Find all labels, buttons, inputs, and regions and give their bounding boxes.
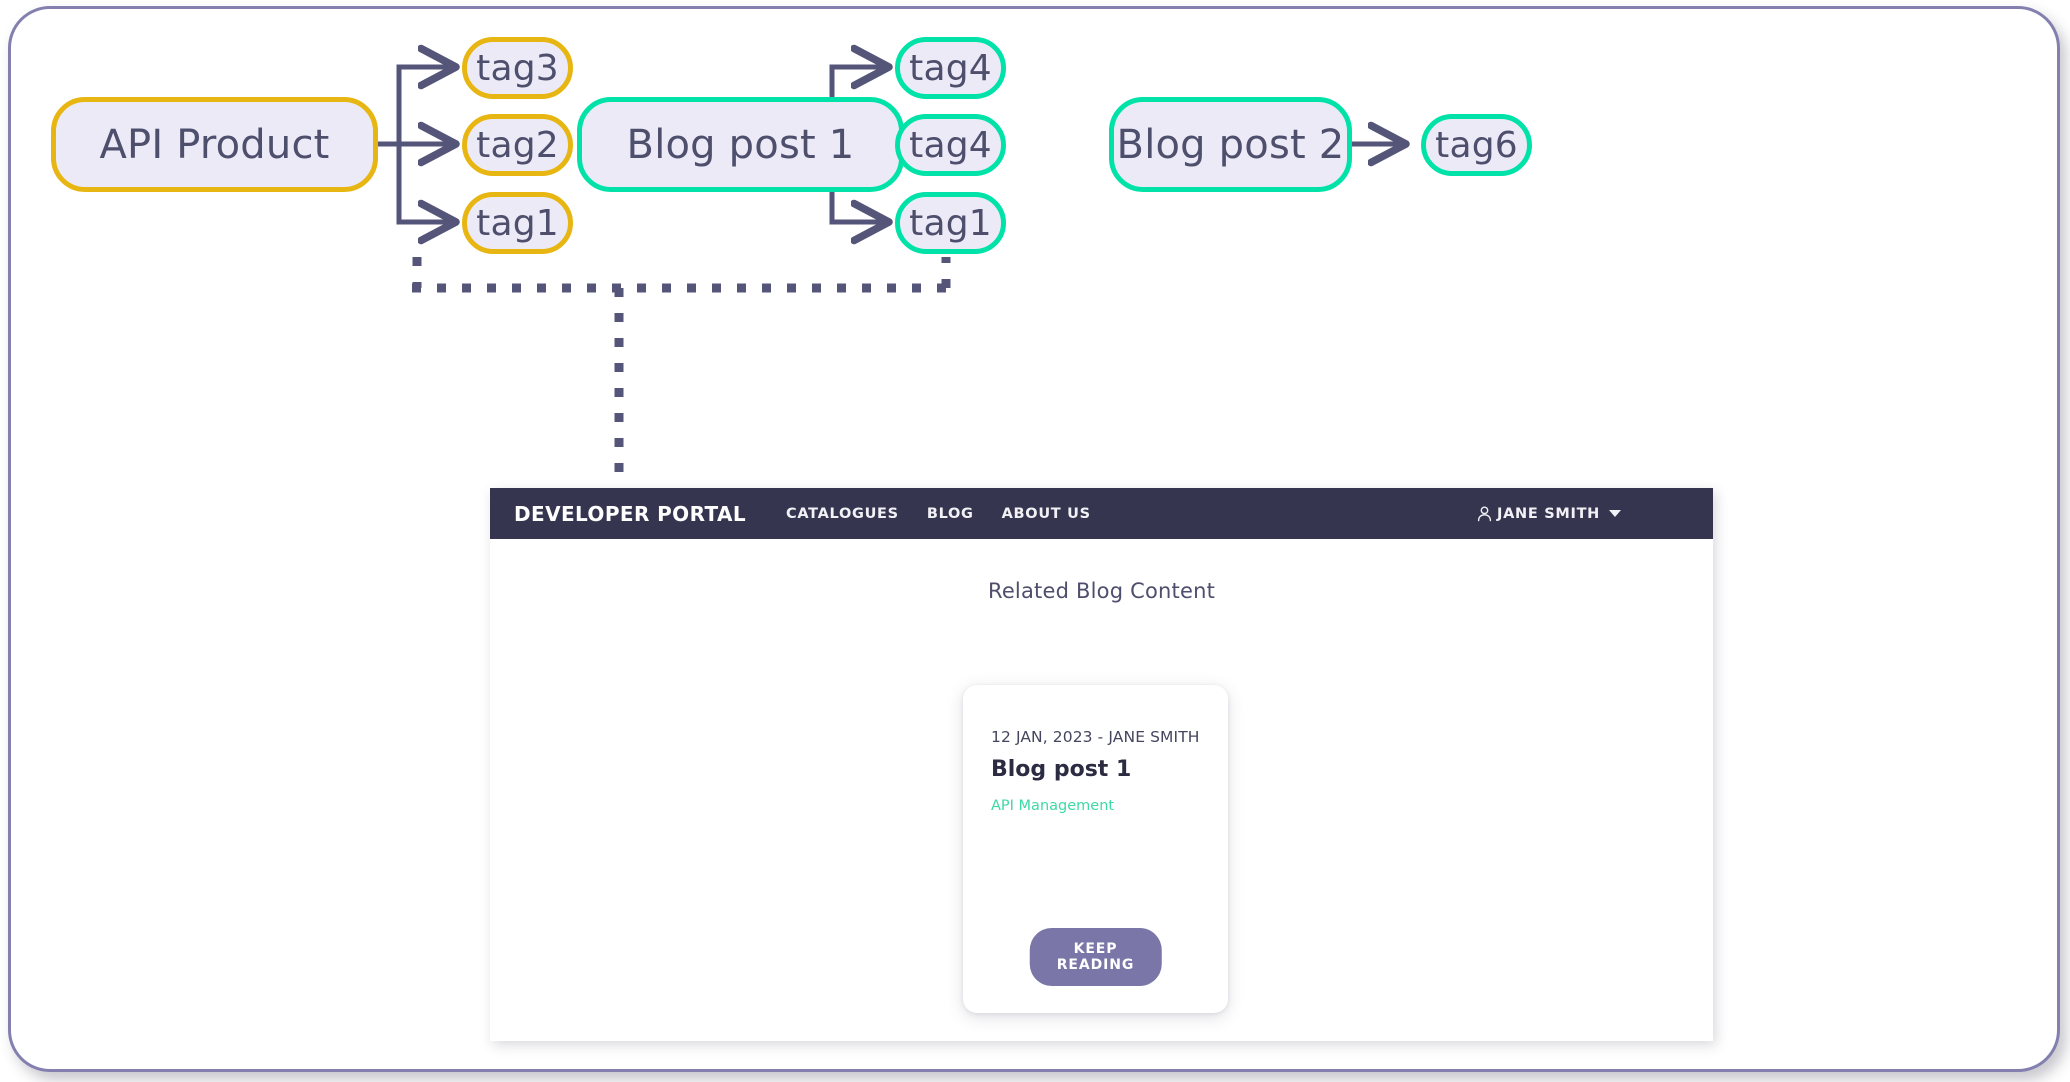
node-label: Blog post 1 — [626, 121, 855, 168]
node-tag-tag6[interactable]: tag6 — [1421, 114, 1532, 176]
node-label: API Product — [99, 121, 330, 168]
portal-brand[interactable]: DEVELOPER PORTAL — [514, 501, 746, 526]
node-label: tag3 — [476, 47, 559, 89]
node-tag-tag4-a[interactable]: tag4 — [895, 37, 1006, 99]
keep-reading-button[interactable]: KEEP READING — [1029, 928, 1162, 986]
nav-item-about-us[interactable]: ABOUT US — [1001, 505, 1091, 522]
node-label: tag4 — [909, 47, 992, 89]
person-icon — [1477, 506, 1492, 521]
nav-item-blog[interactable]: BLOG — [926, 505, 974, 522]
node-tag-tag4-b[interactable]: tag4 — [895, 114, 1006, 176]
user-name: JANE SMITH — [1497, 505, 1600, 522]
developer-portal-panel: DEVELOPER PORTAL CATALOGUES BLOG ABOUT U… — [490, 488, 1713, 1041]
node-blog-post-2[interactable]: Blog post 2 — [1109, 97, 1352, 192]
portal-nav: CATALOGUES BLOG ABOUT US — [786, 506, 1091, 522]
node-label: tag1 — [476, 202, 559, 244]
node-tag-tag2[interactable]: tag2 — [462, 114, 573, 176]
node-label: tag4 — [909, 124, 992, 166]
node-blog-post-1[interactable]: Blog post 1 — [577, 97, 904, 192]
related-blog-content-title: Related Blog Content — [987, 579, 1216, 603]
connector-api-product — [375, 67, 454, 222]
portal-header: DEVELOPER PORTAL CATALOGUES BLOG ABOUT U… — [490, 488, 1713, 539]
node-api-product[interactable]: API Product — [51, 97, 378, 192]
blog-card-meta: 12 JAN, 2023 - JANE SMITH — [991, 728, 1200, 746]
node-label: tag6 — [1435, 124, 1518, 166]
node-label: tag1 — [909, 202, 992, 244]
blog-card-tag[interactable]: API Management — [991, 798, 1115, 814]
node-tag-tag3[interactable]: tag3 — [462, 37, 573, 99]
blog-card-title: Blog post 1 — [991, 757, 1132, 782]
node-tag-tag1-teal[interactable]: tag1 — [895, 192, 1006, 254]
diagram-frame: API Product tag3 tag2 tag1 Blog post 1 t… — [8, 6, 2060, 1072]
nav-item-catalogues[interactable]: CATALOGUES — [786, 505, 899, 522]
blog-card[interactable]: 12 JAN, 2023 - JANE SMITH Blog post 1 AP… — [963, 685, 1228, 1013]
user-menu[interactable]: JANE SMITH — [1477, 488, 1621, 539]
node-label: Blog post 2 — [1116, 121, 1345, 168]
portal-body: Related Blog Content 12 JAN, 2023 - JANE… — [490, 539, 1713, 1041]
chevron-down-icon — [1609, 510, 1621, 517]
node-tag-tag1-gold[interactable]: tag1 — [462, 192, 573, 254]
node-label: tag2 — [476, 124, 559, 166]
